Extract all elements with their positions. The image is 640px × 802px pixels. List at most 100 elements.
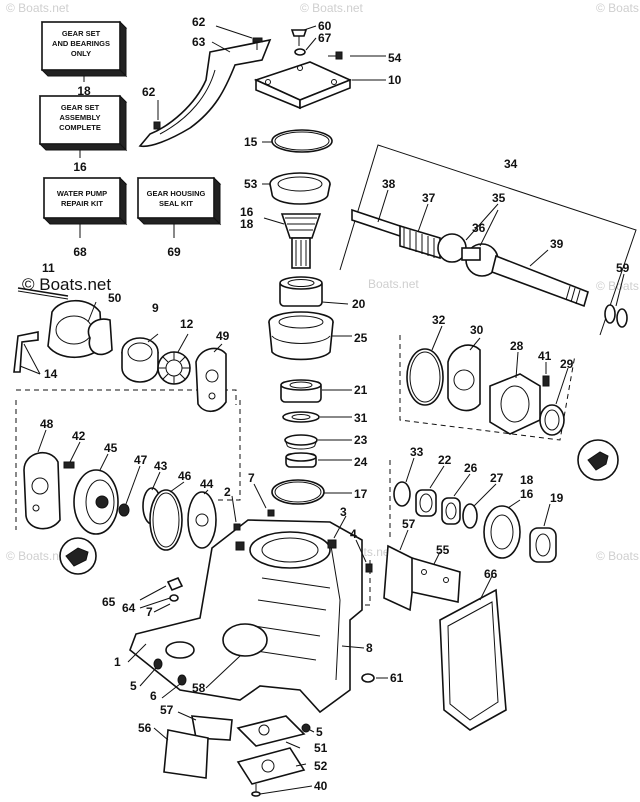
callout-number: 7 [248, 471, 255, 485]
callout-number: 47 [134, 453, 148, 467]
callout-number: 10 [388, 73, 402, 87]
callout-number: 27 [490, 471, 504, 485]
kit-box-line: COMPLETE [59, 123, 101, 132]
watermark-text: © Boats.net [596, 549, 640, 563]
callout-number: 44 [200, 477, 214, 491]
callout-number: 29 [560, 357, 574, 371]
callout-number: 12 [180, 317, 194, 331]
callout-number: 19 [550, 491, 564, 505]
callout-number: 2 [224, 485, 231, 499]
callout-number: 50 [108, 291, 122, 305]
callout-number: 54 [388, 51, 402, 65]
watermark-text: © Boats.net [6, 1, 70, 15]
kit-box-ref: 69 [167, 245, 181, 259]
kit-box-line: GEAR SET [61, 103, 100, 112]
watermark-text: Boats.net [368, 277, 419, 291]
bearing-carrier-group [406, 344, 619, 481]
callout-number: 35 [492, 191, 506, 205]
callout-number: 34 [504, 157, 518, 171]
bottom-plates [163, 715, 311, 797]
callout-number: 22 [438, 453, 452, 467]
kit-box-line: ONLY [71, 49, 91, 58]
callout-number: 40 [314, 779, 328, 793]
callout-number: 37 [422, 191, 436, 205]
central-gear-stack [268, 129, 334, 505]
kit-box-line: GEAR SET [62, 29, 101, 38]
callout-number: 25 [354, 331, 368, 345]
callout-number: 24 [354, 455, 368, 469]
plates [383, 544, 507, 731]
watermark-text: © Boats.net [300, 1, 364, 15]
callout-number: 38 [382, 177, 396, 191]
watermark-text: © Boats.net [596, 1, 640, 15]
callout-number: 17 [354, 487, 368, 501]
pump-base-parts [23, 451, 217, 551]
callout-number: 57 [402, 517, 416, 531]
kit-box-18: GEAR SET AND BEARINGS ONLY 18 [40, 20, 128, 98]
kit-box-68: WATER PUMP REPAIR KIT 68 [42, 176, 128, 259]
callout-number: 28 [510, 339, 524, 353]
callout-number: 14 [44, 367, 58, 381]
callout-number: 53 [244, 177, 258, 191]
grouping-brackets [15, 144, 637, 606]
callout-number: 33 [410, 445, 424, 459]
callout-number: 62 [142, 85, 156, 99]
callout-number: 52 [314, 759, 328, 773]
callout-number: 58 [192, 681, 206, 695]
callout-number: 60 [318, 19, 332, 33]
callout-number: 61 [390, 671, 404, 685]
callout-number: 5 [130, 679, 137, 693]
callout-number: 57 [160, 703, 174, 717]
callout-number: 16 [240, 205, 254, 219]
callout-number: 21 [354, 383, 368, 397]
callout-number: 46 [178, 469, 192, 483]
callout-number: 7 [146, 605, 153, 619]
water-pump-parts [13, 287, 227, 413]
kit-box-16: GEAR SET ASSEMBLY COMPLETE 16 [38, 94, 128, 174]
callout-number: 63 [192, 35, 206, 49]
watermark-brand: © Boats.net [22, 275, 111, 294]
callout-number: 48 [40, 417, 54, 431]
callout-number: 11 [42, 261, 55, 275]
callout-number: 32 [432, 313, 446, 327]
kit-box-line: AND BEARINGS [52, 39, 110, 48]
callout-number: 15 [244, 135, 258, 149]
anode-bracket-63 [138, 38, 272, 148]
callout-number: 18 [240, 217, 254, 231]
callout-number: 26 [464, 461, 478, 475]
watermarks: © Boats.net © Boats.net © Boats.net © Bo… [6, 1, 640, 563]
callout-number: 16 [520, 487, 534, 501]
callout-number: 45 [104, 441, 118, 455]
callout-number: 64 [122, 601, 136, 615]
kit-box-ref: 16 [73, 160, 87, 174]
callout-number: 51 [314, 741, 328, 755]
kit-box-69: GEAR HOUSING SEAL KIT 69 [136, 176, 222, 259]
callout-number: 42 [72, 429, 86, 443]
callout-number: 5 [316, 725, 323, 739]
kit-box-line: SEAL KIT [159, 199, 193, 208]
callout-number: 62 [192, 15, 206, 29]
callout-number: 65 [102, 595, 116, 609]
callout-number: 8 [366, 641, 373, 655]
kit-box-ref: 18 [77, 84, 91, 98]
callout-number: 43 [154, 459, 168, 473]
gear-housing-1 [129, 509, 373, 714]
callout-number: 55 [436, 543, 450, 557]
callout-number: 67 [318, 31, 332, 45]
kit-box-ref: 68 [73, 245, 87, 259]
cover-plate-10 [253, 61, 353, 110]
callout-number: 56 [138, 721, 152, 735]
callout-number: 18 [520, 473, 534, 487]
callout-number: 41 [538, 349, 552, 363]
leader-lines [19, 25, 625, 795]
callout-number: 9 [152, 301, 159, 315]
callout-number: 59 [616, 261, 630, 275]
callout-numbers: 62 60 63 67 54 10 62 15 34 53 38 37 35 3… [40, 15, 630, 793]
kit-box-line: WATER PUMP [57, 189, 107, 198]
callout-number: 30 [470, 323, 484, 337]
callout-number: 49 [216, 329, 230, 343]
housing-small-parts [59, 537, 375, 686]
kit-box-line: ASSEMBLY [60, 113, 101, 122]
callout-number: 23 [354, 433, 368, 447]
